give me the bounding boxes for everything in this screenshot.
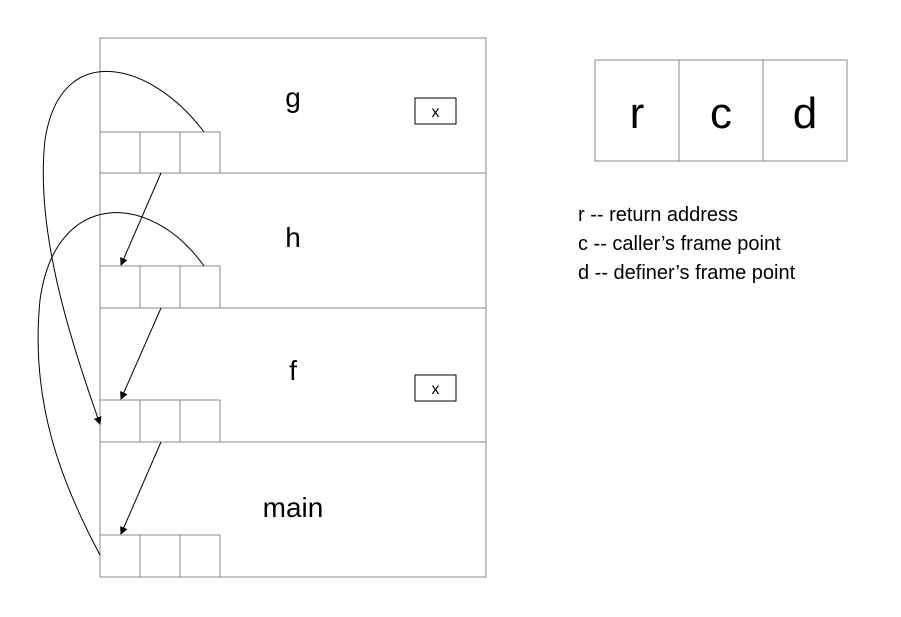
legend-item-c: c -- caller’s frame point — [578, 233, 781, 255]
link-cells-g — [99, 131, 221, 174]
c-cell — [139, 131, 181, 174]
legend-item-d: d -- definer’s frame point — [578, 262, 796, 284]
frame-label-main: main — [263, 492, 324, 523]
var-label-g: x — [432, 104, 440, 121]
caller-link-arrow — [120, 307, 162, 400]
d-cell — [179, 399, 221, 443]
definer-link-arrow — [37, 212, 205, 556]
key-cell-c: c — [710, 89, 732, 138]
frame-f: f x — [99, 307, 487, 443]
frame-label-h: h — [285, 222, 301, 253]
r-cell — [99, 265, 141, 309]
frame-label-f: f — [289, 355, 297, 386]
d-cell — [179, 534, 221, 578]
c-cell — [139, 265, 181, 309]
caller-link-arrow — [120, 172, 162, 266]
d-cell — [179, 131, 221, 174]
r-cell — [99, 399, 141, 443]
c-cell — [139, 399, 181, 443]
key-box: r c d — [594, 59, 848, 162]
var-box-g: x — [414, 97, 457, 125]
link-cells-f — [99, 399, 221, 443]
frame-h: h — [99, 172, 487, 309]
definer-link-arrow — [42, 70, 205, 425]
legend-item-r: r -- return address — [578, 204, 739, 226]
frame-main: main — [99, 441, 487, 578]
var-box-f: x — [414, 374, 457, 402]
var-label-f: x — [432, 381, 440, 398]
c-cell — [139, 534, 181, 578]
frame-label-g: g — [285, 82, 301, 113]
d-cell — [179, 265, 221, 309]
key-cell-d: d — [793, 89, 817, 138]
link-cells-h — [99, 265, 221, 309]
caller-link-arrow — [120, 441, 162, 535]
key-cell-r: r — [630, 89, 645, 138]
r-cell — [99, 131, 141, 174]
link-cells-main — [99, 534, 221, 578]
r-cell — [99, 534, 141, 578]
frame-g: g x — [99, 37, 487, 174]
